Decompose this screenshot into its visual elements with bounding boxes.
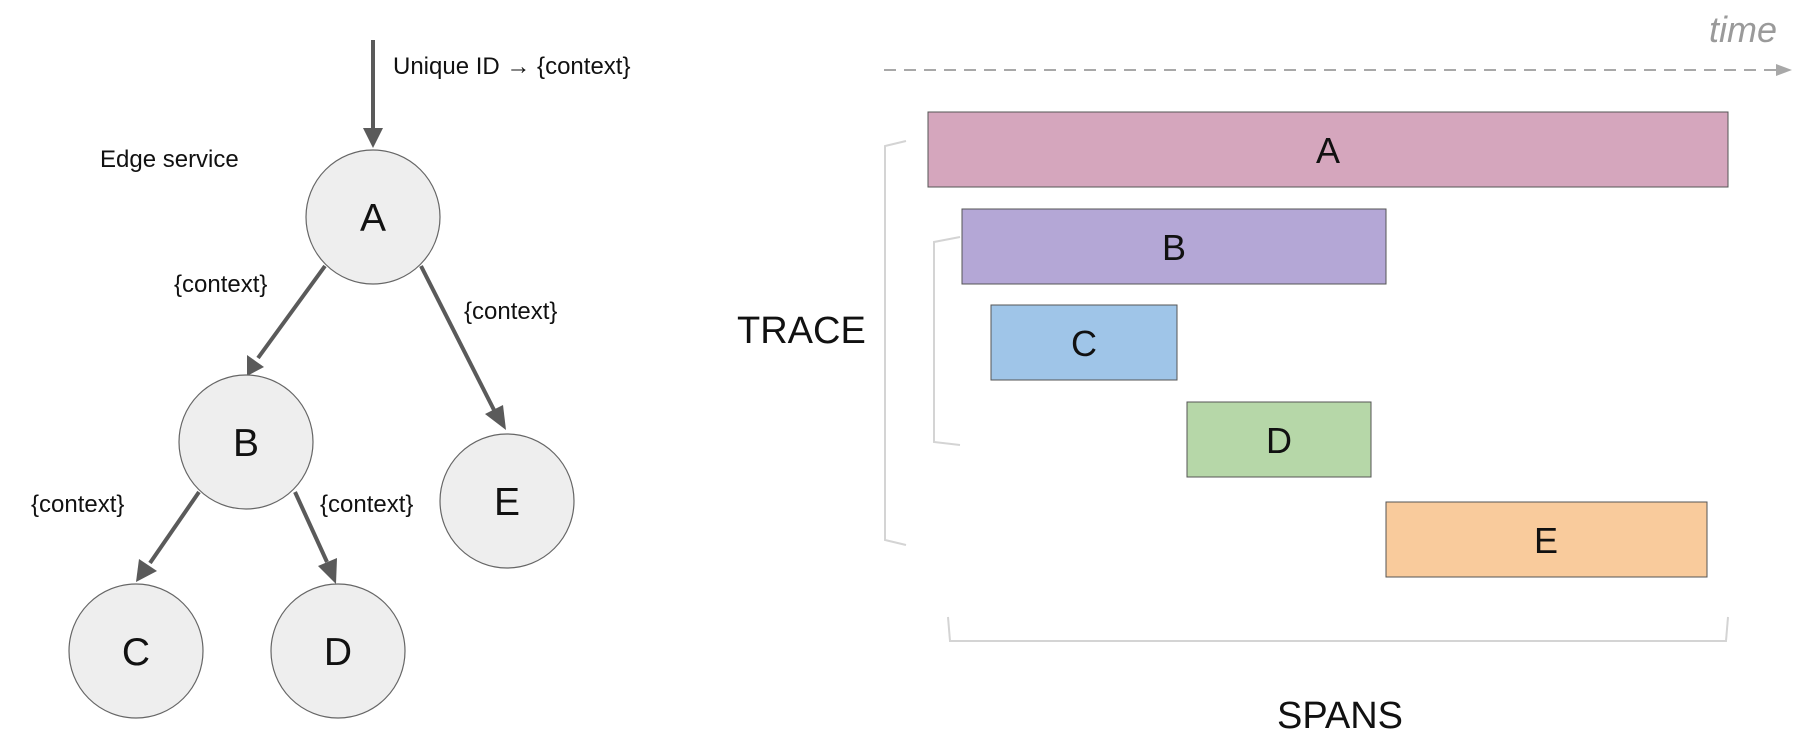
span-c-label: C — [1071, 323, 1097, 364]
span-c: C — [990, 304, 1178, 381]
entry-arrow — [363, 40, 383, 148]
spans-bracket — [947, 616, 1729, 642]
edge-service-label: Edge service — [100, 146, 239, 173]
tree-node-a-label: A — [360, 197, 386, 240]
span-a-label: A — [1316, 130, 1340, 171]
span-e: E — [1385, 501, 1708, 578]
tree-edge-a-e — [419, 265, 506, 430]
child-span-bracket — [933, 236, 961, 446]
tree-edge-a-b — [247, 264, 327, 376]
time-axis-arrow-icon — [1776, 64, 1792, 76]
span-b: B — [961, 208, 1387, 285]
tree-node-e-label: E — [494, 481, 520, 524]
span-b-label: B — [1162, 227, 1186, 268]
tree-edge-b-d — [293, 491, 337, 584]
tree-node-c: C — [68, 583, 204, 719]
span-d-label: D — [1266, 420, 1292, 461]
tree-node-e: E — [439, 433, 575, 569]
entry-label: Unique ID → {context} — [393, 53, 630, 80]
span-a: A — [927, 111, 1729, 188]
service-tree: Unique ID → {context} Edge service {cont… — [31, 40, 630, 719]
tree-node-d-label: D — [324, 631, 352, 674]
trace-bracket — [884, 140, 907, 546]
tree-node-d: D — [270, 583, 406, 719]
span-e-label: E — [1534, 520, 1558, 561]
entry-arrow-head — [363, 128, 383, 148]
tree-node-a: A — [305, 149, 441, 285]
edge-label-a-e: {context} — [464, 298, 557, 325]
tree-node-b: B — [178, 374, 314, 510]
edge-label-b-d: {context} — [320, 491, 413, 518]
time-axis-label: time — [1709, 9, 1777, 50]
tree-node-b-label: B — [233, 422, 259, 465]
trace-label: TRACE — [737, 310, 866, 352]
span-timeline: time TRACE A B C D E SPANS — [737, 9, 1792, 737]
edge-label-b-c: {context} — [31, 491, 124, 518]
tree-node-c-label: C — [122, 631, 150, 674]
spans-label: SPANS — [1277, 695, 1403, 737]
edge-label-a-b: {context} — [174, 271, 267, 298]
span-d: D — [1186, 401, 1372, 478]
tree-edge-b-c — [136, 490, 201, 582]
